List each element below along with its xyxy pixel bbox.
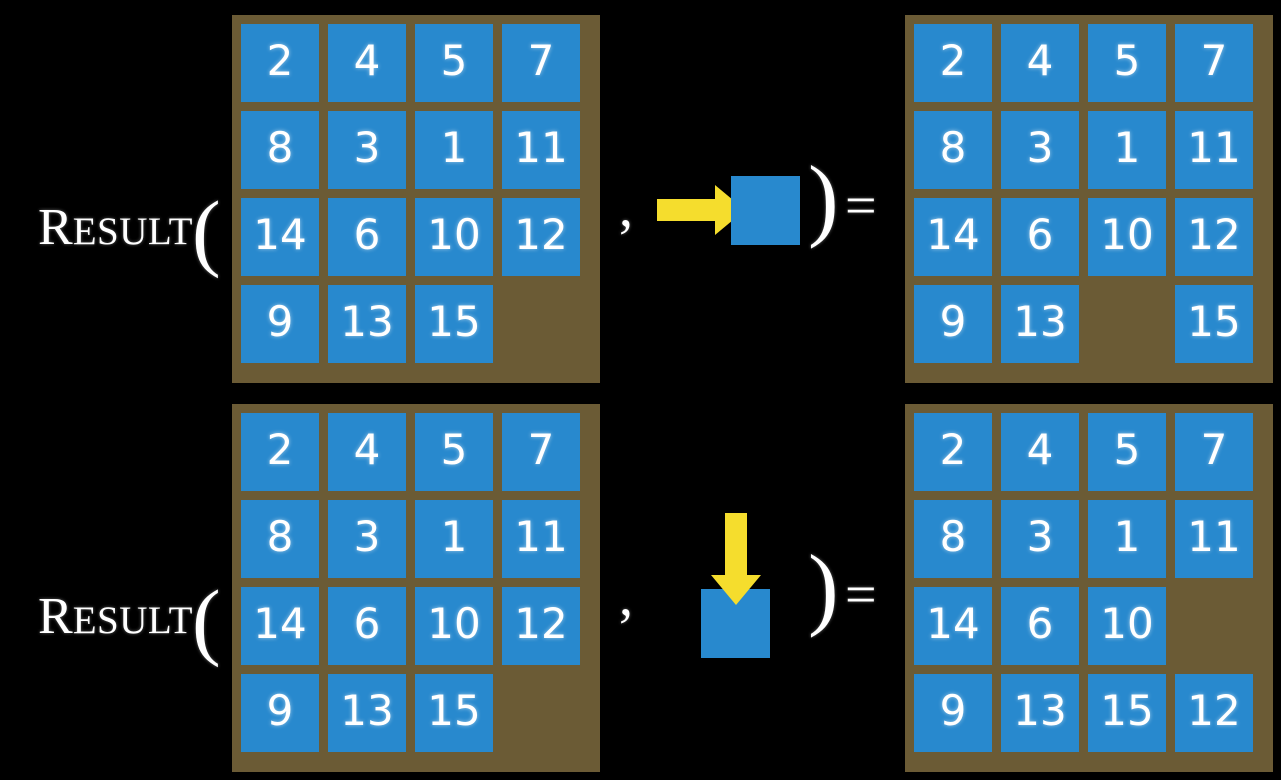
result-label-row-2: RESULT( [38, 561, 222, 663]
tile[interactable]: 15 [1175, 285, 1253, 363]
tile[interactable]: 5 [1088, 24, 1166, 102]
tile[interactable]: 11 [502, 500, 580, 578]
move-operand-square-row-1[interactable] [731, 176, 800, 245]
tile[interactable]: 2 [914, 24, 992, 102]
tile[interactable]: 8 [241, 111, 319, 189]
output-board-row-2: 2 4 5 7 8 3 1 11 14 6 10 9 13 15 12 [905, 404, 1273, 772]
close-paren-row-1: ) [808, 147, 839, 249]
tile[interactable]: 11 [1175, 500, 1253, 578]
tile[interactable]: 3 [328, 111, 406, 189]
arrow-right-icon [657, 185, 745, 235]
tile[interactable]: 13 [328, 285, 406, 363]
blank-slot [502, 285, 580, 363]
tile[interactable]: 13 [1001, 674, 1079, 752]
tile[interactable]: 7 [502, 24, 580, 102]
tile[interactable]: 5 [415, 413, 493, 491]
tile[interactable]: 6 [328, 198, 406, 276]
result-label-rest: ESULT [72, 599, 193, 642]
board-grid: 2 4 5 7 8 3 1 11 14 6 10 12 9 13 15 [241, 24, 591, 374]
board-grid: 2 4 5 7 8 3 1 11 14 6 10 12 9 13 15 [914, 24, 1264, 374]
tile[interactable]: 2 [241, 413, 319, 491]
tile[interactable]: 13 [1001, 285, 1079, 363]
tile[interactable]: 7 [1175, 24, 1253, 102]
tile[interactable]: 4 [328, 413, 406, 491]
tile[interactable]: 8 [914, 500, 992, 578]
tile[interactable]: 11 [1175, 111, 1253, 189]
tile[interactable]: 10 [415, 198, 493, 276]
tile[interactable]: 12 [502, 587, 580, 665]
tile[interactable]: 9 [241, 285, 319, 363]
tile[interactable]: 13 [328, 674, 406, 752]
tile[interactable]: 6 [328, 587, 406, 665]
tile[interactable]: 9 [914, 674, 992, 752]
output-board-row-1: 2 4 5 7 8 3 1 11 14 6 10 12 9 13 15 [905, 15, 1273, 383]
tile[interactable]: 11 [502, 111, 580, 189]
tile[interactable]: 5 [415, 24, 493, 102]
tile[interactable]: 1 [1088, 500, 1166, 578]
tile[interactable]: 15 [415, 674, 493, 752]
tile[interactable]: 4 [1001, 24, 1079, 102]
tile[interactable]: 3 [328, 500, 406, 578]
input-board-row-1: 2 4 5 7 8 3 1 11 14 6 10 12 9 13 15 [232, 15, 600, 383]
tile[interactable]: 12 [1175, 674, 1253, 752]
tile[interactable]: 3 [1001, 500, 1079, 578]
open-paren: ( [191, 572, 221, 668]
tile[interactable]: 15 [415, 285, 493, 363]
input-board-row-2: 2 4 5 7 8 3 1 11 14 6 10 12 9 13 15 [232, 404, 600, 772]
separator-comma-row-1: , [619, 177, 633, 239]
tile[interactable]: 8 [241, 500, 319, 578]
tile[interactable]: 5 [1088, 413, 1166, 491]
tile[interactable]: 14 [914, 198, 992, 276]
result-label-cap: R [38, 199, 73, 256]
tile[interactable]: 10 [1088, 587, 1166, 665]
result-label-cap: R [38, 588, 73, 645]
tile[interactable]: 9 [914, 285, 992, 363]
close-paren-row-2: ) [808, 536, 839, 638]
tile[interactable]: 7 [502, 413, 580, 491]
tile[interactable]: 3 [1001, 111, 1079, 189]
tile[interactable]: 12 [1175, 198, 1253, 276]
tile[interactable]: 1 [415, 500, 493, 578]
tile[interactable]: 1 [1088, 111, 1166, 189]
tile[interactable]: 6 [1001, 587, 1079, 665]
blank-slot [502, 674, 580, 752]
tile[interactable]: 10 [1088, 198, 1166, 276]
tile[interactable]: 12 [502, 198, 580, 276]
tile[interactable]: 6 [1001, 198, 1079, 276]
tile[interactable]: 15 [1088, 674, 1166, 752]
tile[interactable]: 2 [241, 24, 319, 102]
tile[interactable]: 14 [241, 198, 319, 276]
tile[interactable]: 14 [914, 587, 992, 665]
tile[interactable]: 10 [415, 587, 493, 665]
tile[interactable]: 9 [241, 674, 319, 752]
tile[interactable]: 8 [914, 111, 992, 189]
result-label-row-1: RESULT( [38, 172, 222, 274]
tile[interactable]: 4 [1001, 413, 1079, 491]
tile[interactable]: 7 [1175, 413, 1253, 491]
board-grid: 2 4 5 7 8 3 1 11 14 6 10 9 13 15 12 [914, 413, 1264, 763]
equals-sign-row-2: = [845, 564, 877, 626]
separator-comma-row-2: , [619, 566, 633, 628]
tile[interactable]: 1 [415, 111, 493, 189]
arrow-down-icon [711, 513, 761, 605]
equals-sign-row-1: = [845, 175, 877, 237]
board-grid: 2 4 5 7 8 3 1 11 14 6 10 12 9 13 15 [241, 413, 591, 763]
result-label-rest: ESULT [72, 210, 193, 253]
blank-slot [1175, 587, 1253, 665]
tile[interactable]: 2 [914, 413, 992, 491]
tile[interactable]: 14 [241, 587, 319, 665]
tile[interactable]: 4 [328, 24, 406, 102]
blank-slot [1088, 285, 1166, 363]
open-paren: ( [191, 183, 221, 279]
